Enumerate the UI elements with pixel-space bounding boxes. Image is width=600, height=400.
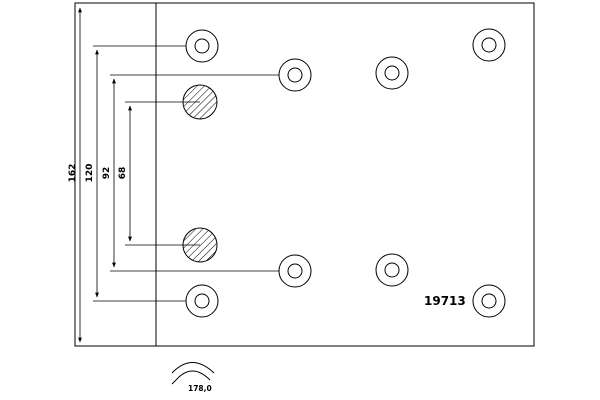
part-number: 19713 [424, 294, 466, 308]
dimension-label-92: 92 [102, 167, 112, 180]
extension-lines [93, 45, 295, 302]
hatched-hole [182, 84, 218, 120]
rivet-hole [472, 28, 506, 62]
rivet-hole [185, 284, 219, 318]
rivet-hole [278, 254, 312, 288]
curvature-symbol [171, 362, 215, 385]
dimension-label-120: 120 [85, 164, 95, 183]
arc-length-label: 178,0 [188, 384, 212, 393]
dimension-label-162: 162 [68, 164, 78, 183]
rivet-hole [375, 253, 409, 287]
rivet-hole [278, 58, 312, 92]
rivet-hole [375, 56, 409, 90]
rivet-hole [472, 284, 506, 318]
lining-outline [74, 2, 535, 347]
dimension-lines [78, 7, 132, 343]
rivet-holes [182, 28, 506, 318]
hatched-hole [182, 227, 218, 263]
rivet-hole [185, 29, 219, 63]
dimension-label-68: 68 [118, 167, 128, 180]
